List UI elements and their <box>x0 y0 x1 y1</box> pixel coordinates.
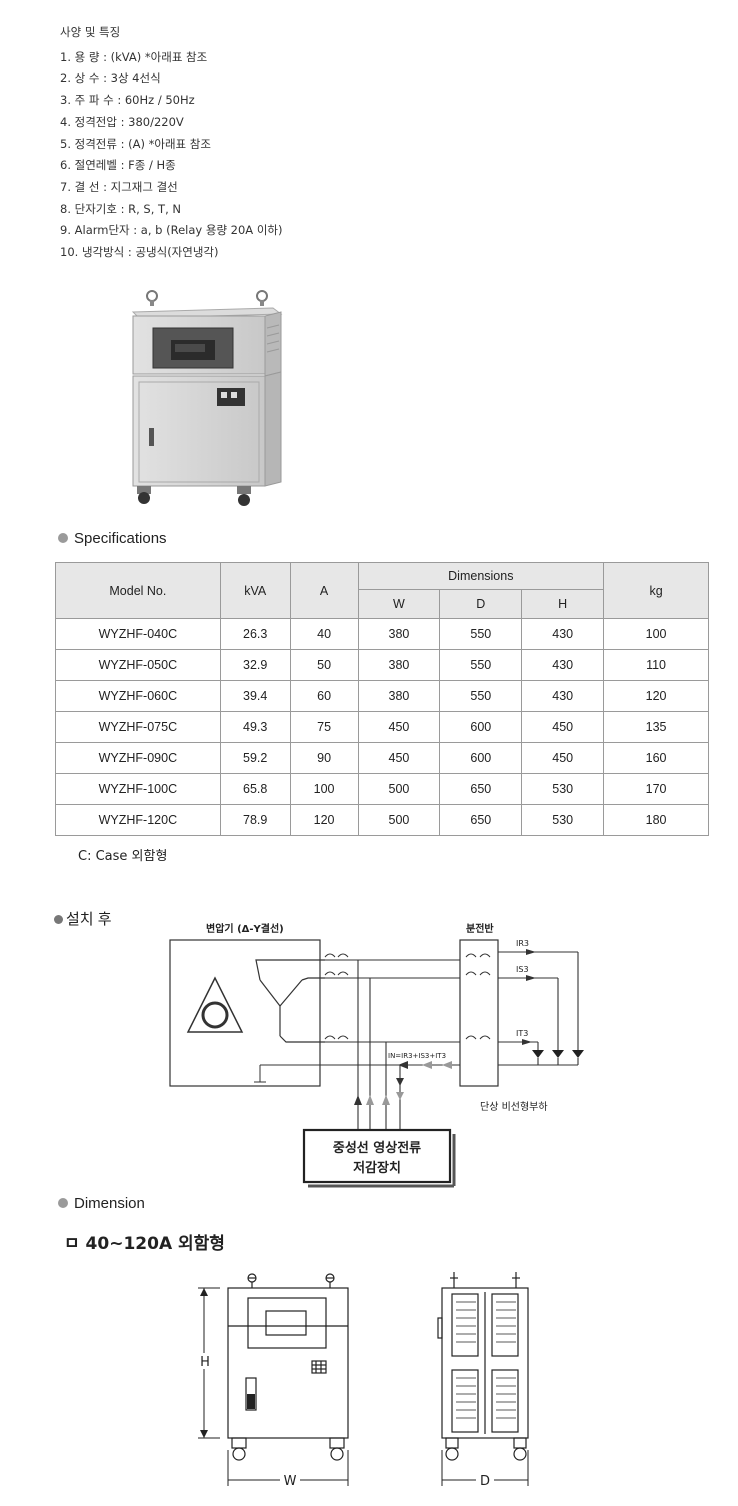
header-h: H <box>521 589 605 619</box>
feature-item: 10. 냉각방식 : 공냉식(자연냉각) <box>60 245 219 260</box>
features-heading: 사양 및 특징 <box>60 25 121 39</box>
panel-label: 분전반 <box>466 922 494 935</box>
feature-item: 6. 절연레벨 : F종 / H종 <box>60 158 176 173</box>
feature-item: 5. 정격전류 : (A) *아래표 참조 <box>60 136 211 151</box>
dim-h-label: H <box>200 1355 210 1370</box>
wiring-diagram: 변압기 (Δ-Y결선) 분전반 IR3 IS3 IT3 <box>169 922 584 1188</box>
svg-text:IT3: IT3 <box>516 1029 528 1038</box>
dimension-subtitle: ㅁ 40~120A 외함형 <box>64 1234 225 1254</box>
load-label: 단상 비선형부하 <box>480 1100 548 1113</box>
install-heading: 설치 후 <box>54 908 112 929</box>
dim-d-label: D <box>480 1474 490 1489</box>
device-label-line2: 저감장치 <box>353 1160 401 1176</box>
dimension-drawing: H W D <box>198 1272 529 1489</box>
feature-item: 4. 정격전압 : 380/220V <box>60 114 184 129</box>
header-kva: kVA <box>219 562 291 619</box>
specifications-heading: Specifications <box>58 530 167 547</box>
neutral-current-formula: IN=IR3+IS3+IT3 <box>388 1052 446 1060</box>
svg-text:IR3: IR3 <box>516 939 529 948</box>
feature-item: 8. 단자기호 : R, S, T, N <box>60 201 181 216</box>
feature-item: 3. 주 파 수 : 60Hz / 50Hz <box>60 93 195 108</box>
device-label-line1: 중성선 영상전류 <box>333 1140 421 1156</box>
transformer-label: 변압기 (Δ-Y결선) <box>206 922 284 935</box>
feature-item: 2. 상 수 : 3상 4선식 <box>60 71 161 86</box>
side-view <box>437 1272 529 1461</box>
header-dimensions: Dimensions <box>357 562 605 590</box>
feature-item: 1. 용 량 : (kVA) *아래표 참조 <box>60 49 208 64</box>
wye-winding-icon <box>255 959 325 1043</box>
delta-icon <box>186 976 244 1033</box>
header-model: Model No. <box>55 562 221 619</box>
header-w: W <box>357 589 441 619</box>
front-view <box>227 1273 349 1461</box>
header-a: A <box>289 562 359 619</box>
bullet-dot-icon <box>58 533 68 543</box>
header-kg: kg <box>603 562 709 619</box>
specifications-table: Model No. kVA A Dimensions kg W D H WYZH… <box>55 562 709 836</box>
features-list: 사양 및 특징 1. 용 량 : (kVA) *아래표 참조 2. 상 수 : … <box>60 22 282 264</box>
case-note: C: Case 외함형 <box>78 849 168 864</box>
feature-item: 7. 결 선 : 지그재그 결선 <box>60 179 178 194</box>
bullet-dot-icon <box>58 1198 68 1208</box>
feature-item: 9. Alarm단자 : a, b (Relay 용량 20A 이하) <box>60 223 283 238</box>
dimension-heading: Dimension <box>58 1195 145 1212</box>
header-d: D <box>439 589 523 619</box>
dim-w-label: W <box>284 1474 297 1489</box>
svg-text:IS3: IS3 <box>516 965 529 974</box>
bullet-dot-icon <box>54 915 63 924</box>
product-image <box>131 290 283 506</box>
